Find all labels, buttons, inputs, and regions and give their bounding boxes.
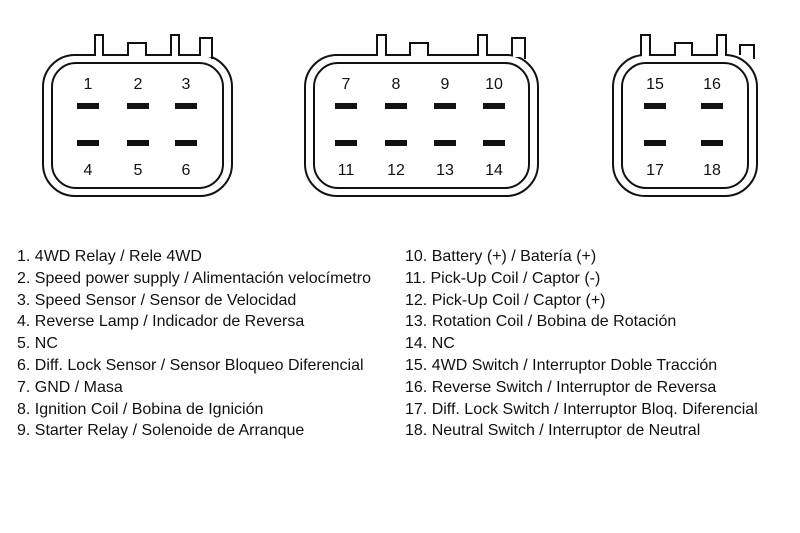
legend-item: 14. NC: [405, 335, 455, 353]
latch-tab-fill: [129, 44, 145, 57]
pin-terminal: [127, 140, 149, 146]
pin-number: 13: [436, 162, 454, 179]
latch-tab-fill: [741, 46, 753, 57]
pin-number: 1: [84, 76, 93, 93]
pin-terminal: [175, 103, 197, 109]
legend-item: 5. NC: [17, 335, 58, 353]
pin-number: 18: [703, 162, 721, 179]
latch-tab-fill: [718, 36, 725, 57]
legend-item: 18. Neutral Switch / Interruptor de Neut…: [405, 422, 701, 440]
latch-tab-fill: [378, 36, 385, 57]
pin-number: 4: [84, 162, 93, 179]
connector-inner-shell: [621, 62, 749, 189]
pin-number: 17: [646, 162, 664, 179]
pin-number: 12: [387, 162, 405, 179]
pin-number: 2: [134, 76, 143, 93]
pin-terminal: [77, 140, 99, 146]
legend-item: 13. Rotation Coil / Bobina de Rotación: [405, 313, 677, 331]
pin-number: 5: [134, 162, 143, 179]
pin-number: 10: [485, 76, 503, 93]
pin-terminal: [644, 140, 666, 146]
pin-number: 14: [485, 162, 503, 179]
pin-terminal: [127, 103, 149, 109]
pin-terminal: [175, 140, 197, 146]
connector-c: 15 16 17 18: [612, 34, 758, 197]
legend-item: 6. Diff. Lock Sensor / Sensor Bloqueo Di…: [17, 356, 364, 374]
latch-tab: [511, 37, 526, 59]
latch-tab-fill: [172, 36, 178, 57]
latch-tab: [716, 34, 727, 55]
connector-a: 1 2 3 4 5 6: [42, 34, 233, 197]
legend-item: 2. Speed power supply / Alimentación vel…: [17, 269, 371, 287]
connector-inner-shell: [313, 62, 530, 189]
latch-tab-fill: [411, 44, 427, 57]
pin-terminal: [385, 103, 407, 109]
latch-tab: [199, 37, 213, 59]
pin-terminal: [335, 103, 357, 109]
latch-tab: [170, 34, 180, 55]
latch-tab: [376, 34, 387, 55]
pin-terminal: [644, 103, 666, 109]
pin-number: 7: [342, 76, 351, 93]
legend-item: 4. Reverse Lamp / Indicador de Reversa: [17, 313, 305, 331]
pin-terminal: [335, 140, 357, 146]
pin-number: 11: [338, 162, 355, 179]
pin-number: 8: [392, 76, 401, 93]
pin-number: 15: [646, 76, 664, 93]
legend-item: 16. Reverse Switch / Interruptor de Reve…: [405, 378, 717, 396]
legend-item: 1. 4WD Relay / Rele 4WD: [17, 248, 202, 265]
pin-terminal: [385, 140, 407, 146]
latch-tab-fill: [201, 39, 211, 57]
legend-item: 8. Ignition Coil / Bobina de Ignición: [17, 400, 264, 418]
connector-inner-shell: [51, 62, 224, 189]
pin-number: 6: [182, 162, 191, 179]
latch-tab-fill: [96, 36, 102, 57]
latch-tab-fill: [513, 39, 524, 57]
pin-terminal: [77, 103, 99, 109]
pin-number: 16: [703, 76, 721, 93]
pin-terminal: [434, 103, 456, 109]
latch-tab: [674, 42, 693, 55]
latch-tab: [94, 34, 104, 55]
latch-tab-fill: [642, 36, 649, 57]
legend-item: 11. Pick-Up Coil / Captor (-): [405, 269, 601, 287]
legend-item: 12. Pick-Up Coil / Captor (+): [405, 291, 606, 309]
pin-number: 9: [441, 76, 450, 93]
latch-tab: [127, 42, 147, 55]
legend-right-column: 10. Battery (+) / Batería (+) 11. Pick-Up…: [405, 246, 758, 442]
legend-item: 7. GND / Masa: [17, 378, 123, 396]
latch-tab: [739, 44, 755, 59]
legend-left-column: 1. 4WD Relay / Rele 4WD 2. Speed power su…: [17, 246, 371, 442]
latch-tab: [477, 34, 488, 55]
pin-terminal: [701, 140, 723, 146]
legend-item: 3. Speed Sensor / Sensor de Velocidad: [17, 291, 297, 309]
latch-tab-fill: [479, 36, 486, 57]
pin-terminal: [483, 140, 505, 146]
pin-terminal: [701, 103, 723, 109]
latch-tab: [409, 42, 429, 55]
pin-terminal: [483, 103, 505, 109]
latch-tab: [640, 34, 651, 55]
pin-terminal: [434, 140, 456, 146]
connector-outer-shell: [612, 54, 758, 197]
legend-item: 10. Battery (+) / Batería (+): [405, 248, 597, 265]
latch-tab-fill: [676, 44, 691, 57]
legend-item: 17. Diff. Lock Switch / Interruptor Bloq…: [405, 400, 758, 418]
connector-b: 7 8 9 10 11 12 13 14: [304, 34, 539, 197]
legend-item: 9. Starter Relay / Solenoide de Arranque: [17, 422, 305, 440]
pin-number: 3: [182, 76, 191, 93]
legend-item: 15. 4WD Switch / Interruptor Doble Tracc…: [405, 356, 718, 374]
